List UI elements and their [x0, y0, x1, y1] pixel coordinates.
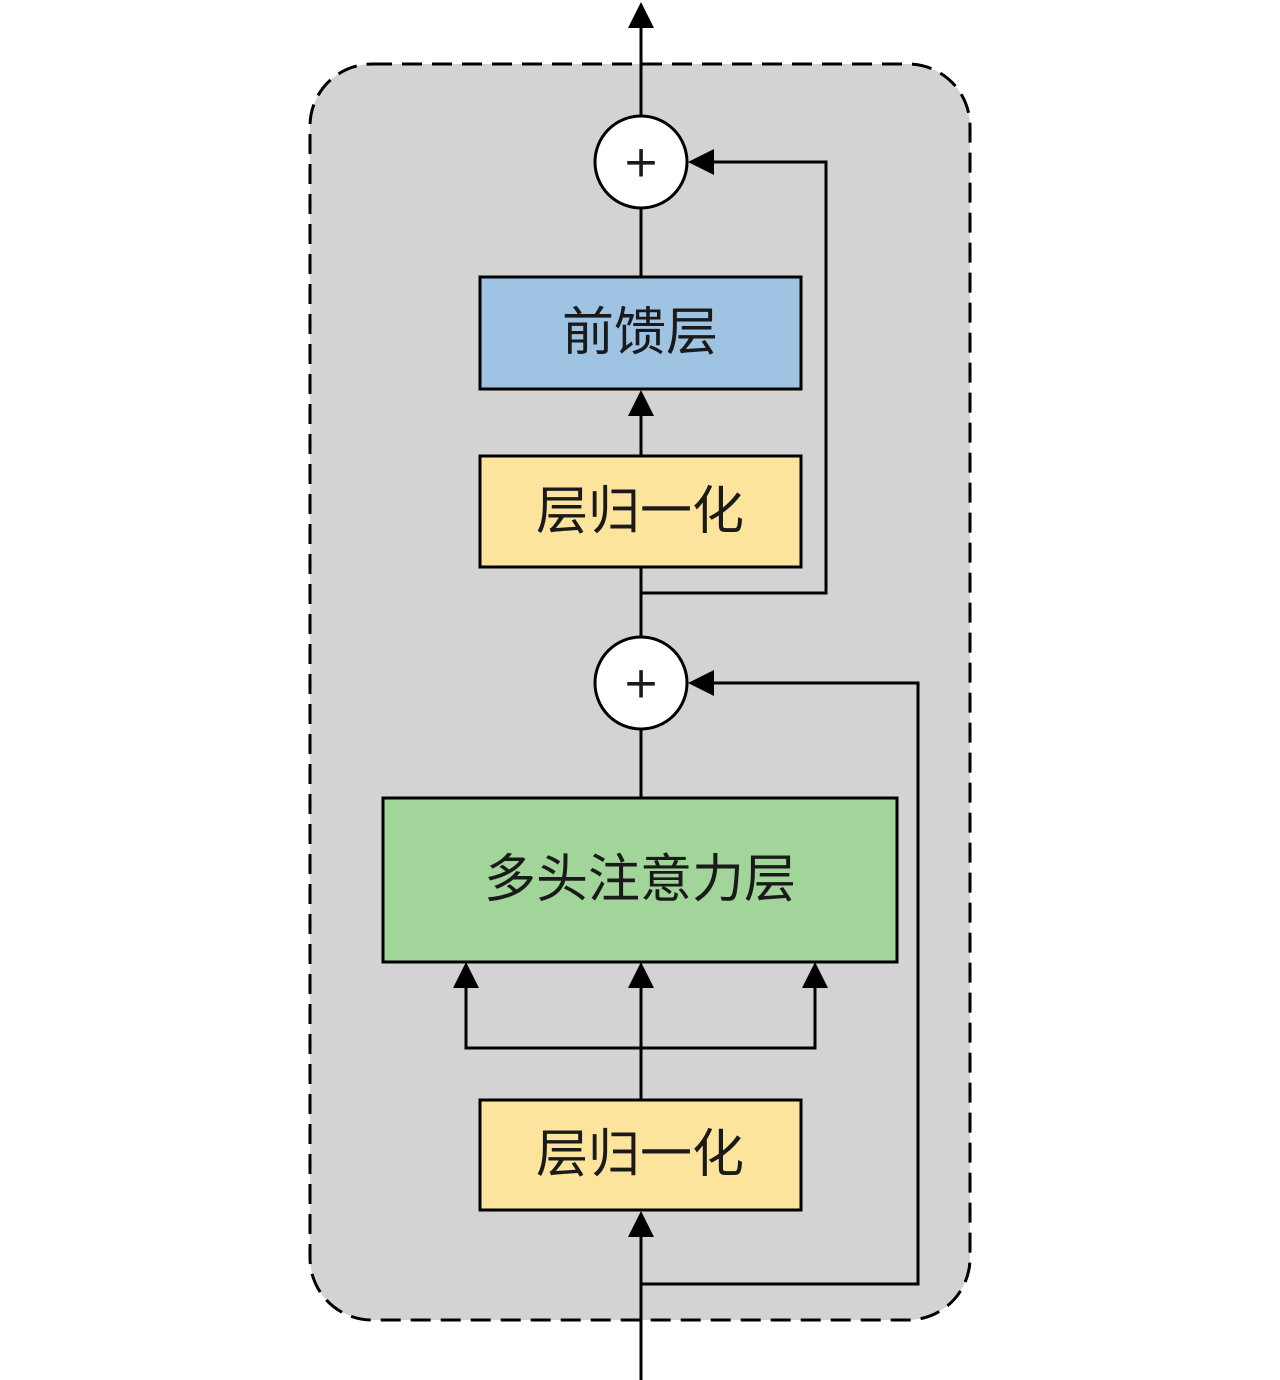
key-arrowhead	[628, 962, 654, 988]
residual-line-bottom	[641, 681, 920, 1286]
add-node-bottom: +	[593, 635, 689, 731]
feed-forward-block: 前馈层	[478, 275, 803, 391]
split-horizontal-line	[464, 988, 817, 1050]
multi-head-attention-label: 多头注意力层	[484, 850, 796, 910]
layer-norm-label-top: 层归一化	[536, 482, 744, 542]
residual-line-top	[641, 160, 828, 595]
layer-norm-block-bottom: 层归一化	[478, 1098, 803, 1212]
add-node-top: +	[593, 114, 689, 210]
plus-icon: +	[623, 137, 660, 188]
residual-arrowhead-bottom	[688, 670, 714, 696]
multi-head-attention-block: 多头注意力层	[381, 796, 899, 964]
plus-icon: +	[623, 658, 660, 709]
norm-to-ffn-arrowhead	[628, 390, 654, 416]
layer-norm-label-bottom: 层归一化	[536, 1125, 744, 1185]
feed-forward-label: 前馈层	[562, 303, 718, 363]
input-arrowhead	[628, 1211, 654, 1237]
residual-arrowhead-top	[688, 149, 714, 175]
value-arrowhead	[802, 962, 828, 988]
output-arrowhead	[628, 2, 654, 28]
layer-norm-block-top: 层归一化	[478, 454, 803, 569]
query-arrowhead	[453, 962, 479, 988]
